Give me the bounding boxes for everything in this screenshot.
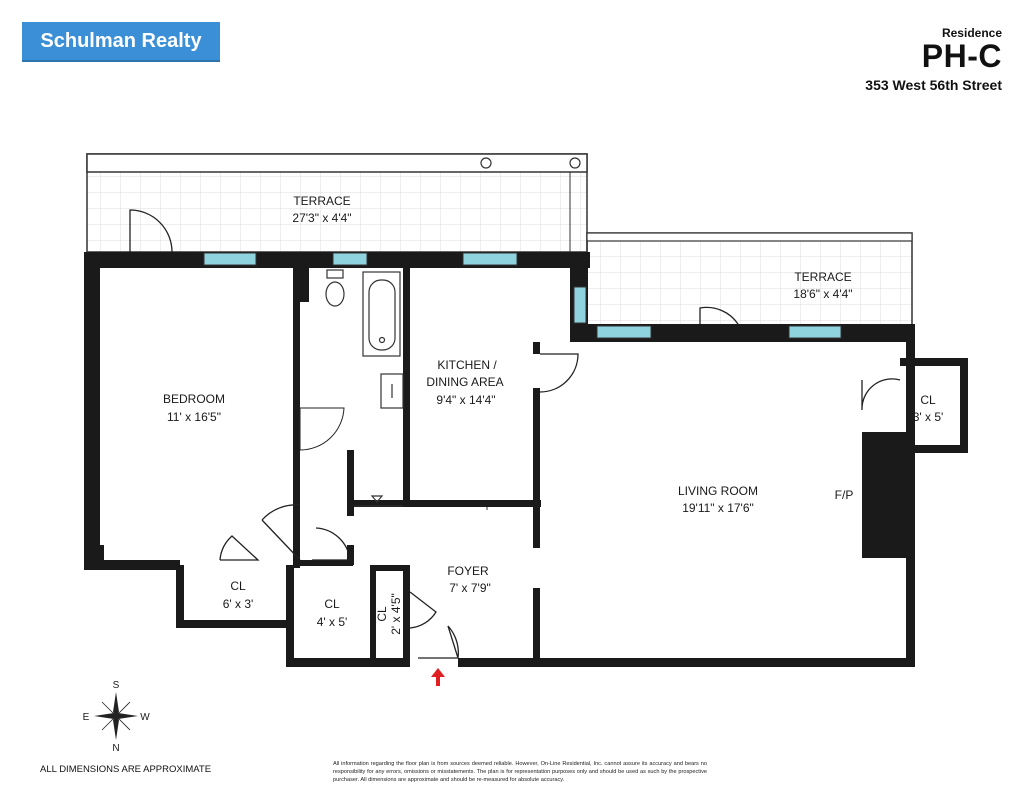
kitchen-name-line2: DINING AREA: [426, 375, 503, 389]
closet-bed-name: CL: [230, 579, 246, 593]
closet-mid-name: CL: [324, 597, 340, 611]
terrace-top-name: TERRACE: [293, 194, 350, 208]
compass-rose-icon: S N E W: [83, 680, 151, 754]
fireplace-label: F/P: [835, 488, 854, 502]
interior-walls: [293, 268, 541, 660]
terrace-top-dims: 27'3" x 4'4": [292, 211, 351, 225]
residence-label: Residence: [941, 26, 1002, 40]
door-swings: [129, 209, 901, 659]
terrace-right-dims: 18'6" x 4'4": [793, 287, 852, 301]
foyer-dims: 7' x 7'9": [449, 581, 491, 595]
building-address: 353 West 56th Street: [865, 77, 1002, 93]
compass-s: S: [113, 680, 120, 691]
closet-right-name: CL: [920, 393, 936, 407]
dimensions-note: ALL DIMENSIONS ARE APPROXIMATE: [40, 764, 212, 775]
closet-small-name: CL: [375, 606, 389, 622]
closet-mid-dims: 4' x 5': [317, 615, 348, 629]
disclaimer: All information regarding the floor plan…: [333, 761, 707, 783]
bedroom-name: BEDROOM: [163, 392, 225, 406]
compass-n: N: [112, 743, 119, 754]
closet-small-dims: 2' x 4'5": [389, 593, 403, 635]
terrace-right-name: TERRACE: [794, 270, 851, 284]
closet-right-dims: 3' x 5': [913, 410, 944, 424]
terrace-top: [86, 153, 588, 253]
drain-icon: [480, 157, 492, 169]
living-room-name: LIVING ROOM: [678, 484, 758, 498]
bathroom-fixtures: [325, 269, 404, 503]
living-room-dims: 19'11" x 17'6": [682, 501, 754, 515]
kitchen-dims: 9'4" x 14'4": [436, 393, 495, 407]
unit-number: PH-C: [921, 38, 1002, 74]
windows: [203, 252, 842, 339]
foyer-name: FOYER: [447, 564, 489, 578]
brand-logo: Schulman Realty: [22, 22, 220, 62]
terrace-right: [586, 232, 913, 329]
compass-w: W: [140, 712, 150, 723]
kitchen-name-line1: KITCHEN /: [437, 358, 497, 372]
compass-e: E: [83, 712, 90, 723]
room-labels: TERRACE 27'3" x 4'4" TERRACE 18'6" x 4'4…: [163, 194, 943, 635]
bedroom-dims: 11' x 16'5": [167, 410, 221, 424]
closet-bed-dims: 6' x 3': [223, 597, 254, 611]
drain-icon: [569, 157, 581, 169]
entry-arrow-icon: [431, 668, 445, 686]
